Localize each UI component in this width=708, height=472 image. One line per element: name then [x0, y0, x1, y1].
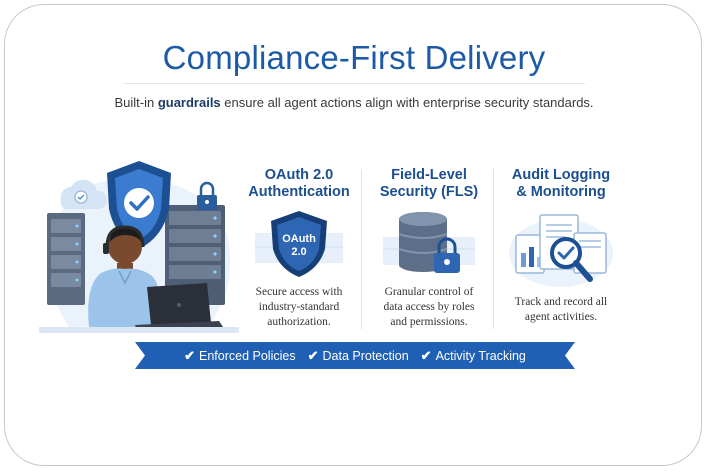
banner-item-label: Enforced Policies	[199, 348, 296, 363]
feature-fls-title: Field-Level Security (FLS)	[365, 167, 493, 201]
feature-oauth-desc-line3: authorization.	[267, 316, 331, 328]
security-illustration	[39, 161, 239, 333]
feature-fls-title-line2: Security (FLS)	[379, 184, 479, 200]
feature-audit-desc-line2: agent activities.	[524, 311, 598, 323]
check-icon: ✔	[307, 347, 319, 363]
feature-fls: Field-Level Security (FLS) Granular cont…	[365, 167, 493, 330]
feature-audit-title: Audit Logging & Monitoring	[495, 167, 627, 201]
banner-item-label: Data Protection	[322, 348, 409, 363]
check-icon: ✔	[184, 347, 196, 363]
feature-fls-desc-line1: Granular control of	[384, 286, 474, 298]
banner-item-activity-tracking: ✔ Activity Tracking	[421, 348, 526, 364]
feature-fls-title-line1: Field-Level	[391, 167, 467, 183]
feature-audit: Audit Logging & Monitoring Track and rec…	[495, 167, 627, 325]
feature-oauth-title: OAuth 2.0 Authentication	[237, 167, 361, 201]
oauth-icon-label-1: OAuth	[282, 233, 316, 245]
banner-item-data-protection: ✔ Data Protection	[308, 348, 409, 364]
subtitle-text-bold: guardrails	[157, 95, 221, 110]
cloud-icon	[60, 179, 108, 209]
feature-oauth-title-line2: Authentication	[248, 184, 350, 200]
database-lock-icon	[383, 212, 475, 273]
page-subtitle: Built-in guardrails ensure all agent act…	[5, 95, 701, 110]
server-rack-right-icon	[165, 205, 225, 305]
feature-oauth-desc-line1: Secure access with	[255, 286, 343, 298]
shield-check-icon	[107, 161, 171, 249]
padlock-icon	[197, 181, 217, 210]
feature-fls-desc-line3: and permissions.	[390, 316, 468, 328]
subtitle-text-post: ensure all agent actions align with ente…	[220, 95, 594, 110]
check-icon: ✔	[420, 347, 432, 363]
banner-items: ✔ Enforced Policies ✔ Data Protection ✔ …	[135, 342, 575, 369]
feature-audit-title-line2: & Monitoring	[516, 184, 606, 200]
feature-fls-desc: Granular control of data access by roles…	[365, 285, 493, 330]
feature-fls-desc-line2: data access by roles	[383, 301, 475, 313]
feature-audit-desc-line1: Track and record all	[514, 296, 608, 308]
column-divider	[493, 169, 494, 329]
banner-item-label: Activity Tracking	[435, 348, 526, 363]
feature-oauth-title-line1: OAuth 2.0	[264, 167, 334, 183]
audit-documents-magnifier-icon	[509, 214, 613, 287]
slide-frame: Compliance-First Delivery Built-in guard…	[4, 4, 702, 466]
feature-audit-desc: Track and record all agent activities.	[495, 295, 627, 325]
oauth-shield-icon: OAuth 2.0	[255, 211, 343, 277]
column-divider	[361, 169, 362, 329]
feature-oauth-desc-line2: industry-standard	[258, 301, 340, 313]
feature-banner: ✔ Enforced Policies ✔ Data Protection ✔ …	[135, 342, 575, 369]
server-rack-left-icon	[47, 213, 85, 305]
page-title: Compliance-First Delivery	[162, 39, 546, 76]
feature-audit-title-line1: Audit Logging	[511, 167, 611, 183]
title-divider	[123, 83, 585, 84]
feature-oauth-desc: Secure access with industry-standard aut…	[237, 285, 361, 330]
oauth-icon-label-2: 2.0	[291, 246, 306, 258]
person-with-headset	[88, 225, 162, 327]
feature-oauth: OAuth 2.0 Authentication OAuth 2.0 Secur…	[237, 167, 361, 330]
banner-item-policies: ✔ Enforced Policies	[184, 348, 295, 364]
banner-ribbon	[135, 342, 575, 369]
subtitle-text-pre: Built-in	[114, 95, 158, 110]
